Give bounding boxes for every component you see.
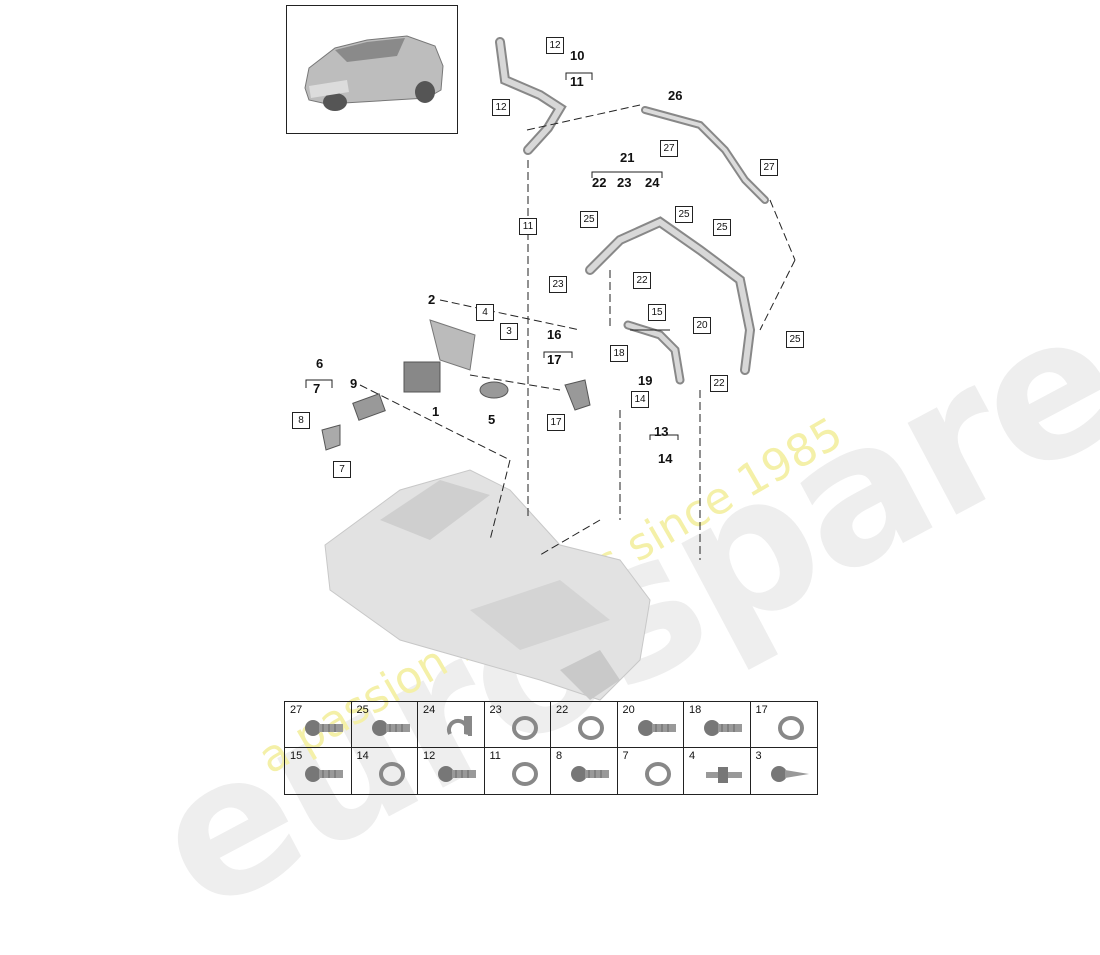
legend-cell-27: 27 xyxy=(285,702,352,748)
legend-part-number: 11 xyxy=(489,750,501,762)
ref-box-8: 8 xyxy=(292,412,310,429)
callout-6: 6 xyxy=(316,356,324,371)
callout-5: 5 xyxy=(488,412,496,427)
legend-part-number: 3 xyxy=(755,750,762,762)
callout-23: 23 xyxy=(617,175,632,190)
legend-cell-22: 22 xyxy=(551,702,618,748)
ref-box-11: 11 xyxy=(519,218,537,235)
legend-part-number: 18 xyxy=(689,704,702,716)
ref-box-27: 27 xyxy=(760,159,778,176)
legend-part-number: 4 xyxy=(689,750,696,762)
small-parts-legend: 27 25 24 23 22 20 18 17 15 14 12 11 8 7 4 3 xyxy=(284,701,818,795)
legend-cell-8: 8 xyxy=(551,748,618,794)
callout-22: 22 xyxy=(592,175,607,190)
callout-7: 7 xyxy=(313,381,321,396)
vehicle-thumbnail xyxy=(286,5,458,134)
legend-part-number: 20 xyxy=(622,704,635,716)
callout-1: 1 xyxy=(432,404,440,419)
legend-part-number: 22 xyxy=(556,704,569,716)
callout-2: 2 xyxy=(428,292,436,307)
callout-16: 16 xyxy=(547,327,562,342)
diagram-stage: eurospares a passion for parts since 198… xyxy=(120,5,1100,955)
legend-cell-20: 20 xyxy=(617,702,684,748)
ref-box-23: 23 xyxy=(549,276,567,293)
legend-part-number: 24 xyxy=(423,704,436,716)
legend-cell-24: 24 xyxy=(418,702,485,748)
ref-box-14: 14 xyxy=(631,391,649,408)
legend-part-number: 8 xyxy=(556,750,563,762)
engine-block xyxy=(324,469,651,701)
ref-box-25: 25 xyxy=(675,206,693,223)
legend-part-number: 27 xyxy=(290,704,303,716)
callout-21: 21 xyxy=(620,150,635,165)
callout-9: 9 xyxy=(350,376,358,391)
ref-box-25: 25 xyxy=(580,211,598,228)
callout-11: 11 xyxy=(570,74,584,89)
ref-box-18: 18 xyxy=(610,345,628,362)
ref-box-7: 7 xyxy=(333,461,351,478)
car-icon xyxy=(304,35,444,111)
ref-box-12: 12 xyxy=(546,37,564,54)
legend-cell-17: 17 xyxy=(750,702,817,748)
ref-box-25: 25 xyxy=(786,331,804,348)
callout-17: 17 xyxy=(547,352,562,367)
callout-14: 14 xyxy=(658,451,673,466)
legend-cell-4: 4 xyxy=(684,748,751,794)
legend-part-number: 23 xyxy=(489,704,502,716)
legend-cell-7: 7 xyxy=(618,748,684,794)
legend-part-number: 7 xyxy=(622,750,629,762)
legend-cell-18: 18 xyxy=(684,702,751,748)
ref-box-27: 27 xyxy=(660,140,678,157)
legend-cell-14: 14 xyxy=(352,748,418,794)
ref-box-3: 3 xyxy=(500,323,518,340)
callout-19: 19 xyxy=(638,373,653,388)
ref-box-22: 22 xyxy=(710,375,728,392)
legend-cell-11: 11 xyxy=(485,748,551,794)
legend-cell-15: 15 xyxy=(285,748,352,794)
ref-box-22: 22 xyxy=(633,272,651,289)
legend-part-number: 12 xyxy=(423,750,436,762)
ref-box-4: 4 xyxy=(476,304,494,321)
legend-part-number: 14 xyxy=(356,750,369,762)
ref-box-25: 25 xyxy=(713,219,731,236)
legend-cell-3: 3 xyxy=(751,748,818,794)
callout-24: 24 xyxy=(645,175,660,190)
callout-10: 10 xyxy=(570,48,585,63)
legend-part-number: 15 xyxy=(290,750,303,762)
legend-cell-25: 25 xyxy=(351,702,418,748)
legend-cell-23: 23 xyxy=(484,702,551,748)
exploded-view-drawing xyxy=(305,37,796,701)
ref-box-12: 12 xyxy=(492,99,510,116)
ref-box-20: 20 xyxy=(693,317,711,334)
legend-part-number: 17 xyxy=(755,704,768,716)
ref-box-15: 15 xyxy=(648,304,666,321)
legend-part-number: 25 xyxy=(356,704,369,716)
callout-13: 13 xyxy=(654,424,669,439)
legend-cell-12: 12 xyxy=(418,748,485,794)
callout-26: 26 xyxy=(668,88,683,103)
ref-box-17: 17 xyxy=(547,414,565,431)
